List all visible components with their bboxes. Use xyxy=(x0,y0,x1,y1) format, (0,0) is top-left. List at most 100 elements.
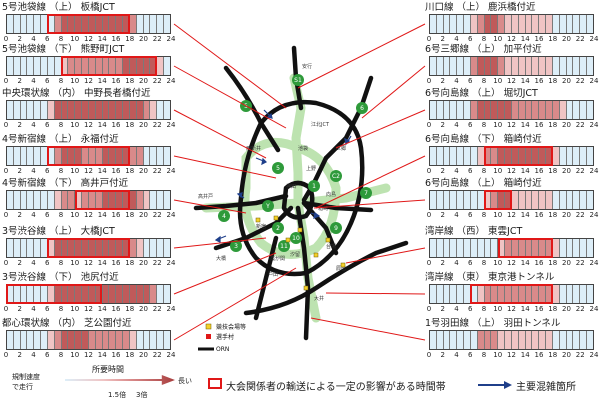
hour-cell xyxy=(573,15,581,33)
panel-title-line: 川口線 xyxy=(425,2,454,13)
panel-title-dir: （上） xyxy=(49,2,78,13)
panel-title-loc: 池尻付近 xyxy=(80,272,119,283)
tick-label: 24 xyxy=(589,167,599,175)
route-yokohane xyxy=(253,235,279,321)
hour-cell xyxy=(559,285,567,303)
tick-label: 0 xyxy=(426,305,432,313)
tick-label: 10 xyxy=(493,211,503,219)
tick-label: 20 xyxy=(139,351,148,359)
hourly-bar xyxy=(429,146,594,166)
hour-cell xyxy=(164,15,170,33)
route-inner-loop xyxy=(281,180,315,220)
tick-label: 4 xyxy=(31,121,36,129)
tick-label: 0 xyxy=(426,211,432,219)
hour-cell xyxy=(443,15,451,33)
tick-label: 14 xyxy=(520,259,530,267)
tick-label: 12 xyxy=(507,167,516,175)
tick-label: 24 xyxy=(166,211,176,219)
hour-cell xyxy=(498,147,506,165)
tick-label: 4 xyxy=(454,77,459,85)
tick-label: 10 xyxy=(493,121,503,129)
panel-title-line: 3号渋谷線 xyxy=(2,272,47,283)
svg-text:神田: 神田 xyxy=(286,183,296,190)
tick-label: 4 xyxy=(454,167,459,175)
hour-cell xyxy=(143,101,151,119)
hour-cell xyxy=(580,101,588,119)
hour-cell xyxy=(136,191,144,209)
hour-cell xyxy=(470,147,478,165)
tick-label: 24 xyxy=(589,259,599,267)
tick-label: 20 xyxy=(139,211,148,219)
hour-cell xyxy=(164,285,170,303)
panel-title-loc: 加平付近 xyxy=(503,44,542,55)
legend-speed-label2: で走行 xyxy=(12,383,33,391)
hour-cell xyxy=(457,191,465,209)
panel-title-loc: 芝公園付近 xyxy=(84,318,132,329)
tick-label: 20 xyxy=(139,121,148,129)
leader-line xyxy=(173,199,247,214)
hour-cell xyxy=(75,57,83,75)
panel-title-dir: （内） xyxy=(52,318,82,329)
hour-cell xyxy=(430,191,437,209)
svg-text:3: 3 xyxy=(234,243,238,250)
hour-cell xyxy=(27,15,35,33)
tick-label: 14 xyxy=(97,351,107,359)
tick-label: 20 xyxy=(139,259,148,267)
hour-cell xyxy=(47,331,55,349)
hour-cell xyxy=(539,15,547,33)
tick-label: 8 xyxy=(58,35,64,43)
svg-text:11: 11 xyxy=(280,243,288,250)
hour-cell xyxy=(518,101,526,119)
hour-cell xyxy=(164,239,170,257)
hour-cell xyxy=(68,101,76,119)
tick-label: 14 xyxy=(520,167,530,175)
hour-cell xyxy=(116,57,124,75)
hour-cell xyxy=(580,239,588,257)
hour-cell xyxy=(88,191,96,209)
hour-cell xyxy=(511,191,519,209)
panel-title-dir: （下） xyxy=(472,134,501,145)
panel-title-line: 1号羽田線 xyxy=(425,318,470,329)
tick-label: 0 xyxy=(426,167,432,175)
tick-label: 10 xyxy=(493,77,503,85)
panel-title-dir: （上） xyxy=(472,318,501,329)
hour-cell xyxy=(7,239,14,257)
tick-label: 6 xyxy=(45,351,50,359)
leader-line xyxy=(173,237,267,249)
hour-cell xyxy=(566,57,574,75)
hour-cell xyxy=(47,191,55,209)
hour-cell xyxy=(61,147,69,165)
tick-label: 8 xyxy=(58,121,64,129)
tick-label: 20 xyxy=(139,167,148,175)
tick-label: 10 xyxy=(70,305,80,313)
hour-cell xyxy=(75,285,83,303)
hour-cell xyxy=(136,101,144,119)
hourly-bar xyxy=(429,284,594,304)
tick-label: 10 xyxy=(493,351,503,359)
tick-label: 24 xyxy=(589,77,599,85)
tick-label: 8 xyxy=(58,167,64,175)
hour-cell xyxy=(150,239,158,257)
tick-label: 20 xyxy=(562,305,571,313)
hour-cell xyxy=(457,331,465,349)
svg-text:大井: 大井 xyxy=(314,295,324,302)
hour-cell xyxy=(157,147,165,165)
hour-cell xyxy=(443,191,451,209)
tick-label: 20 xyxy=(562,121,571,129)
panel-title-loc: 大橋JCT xyxy=(80,226,115,237)
tick-label: 0 xyxy=(3,211,9,219)
hour-cell xyxy=(539,101,547,119)
hour-cell xyxy=(82,285,89,303)
panel-title-dir: （上） xyxy=(49,226,78,237)
tick-label: 14 xyxy=(520,211,530,219)
hour-cell xyxy=(491,57,499,75)
tick-label: 22 xyxy=(152,167,162,175)
tick-label: 12 xyxy=(84,259,93,267)
tick-label: 16 xyxy=(111,167,121,175)
tick-label: 12 xyxy=(84,305,93,313)
hour-cell xyxy=(7,191,14,209)
